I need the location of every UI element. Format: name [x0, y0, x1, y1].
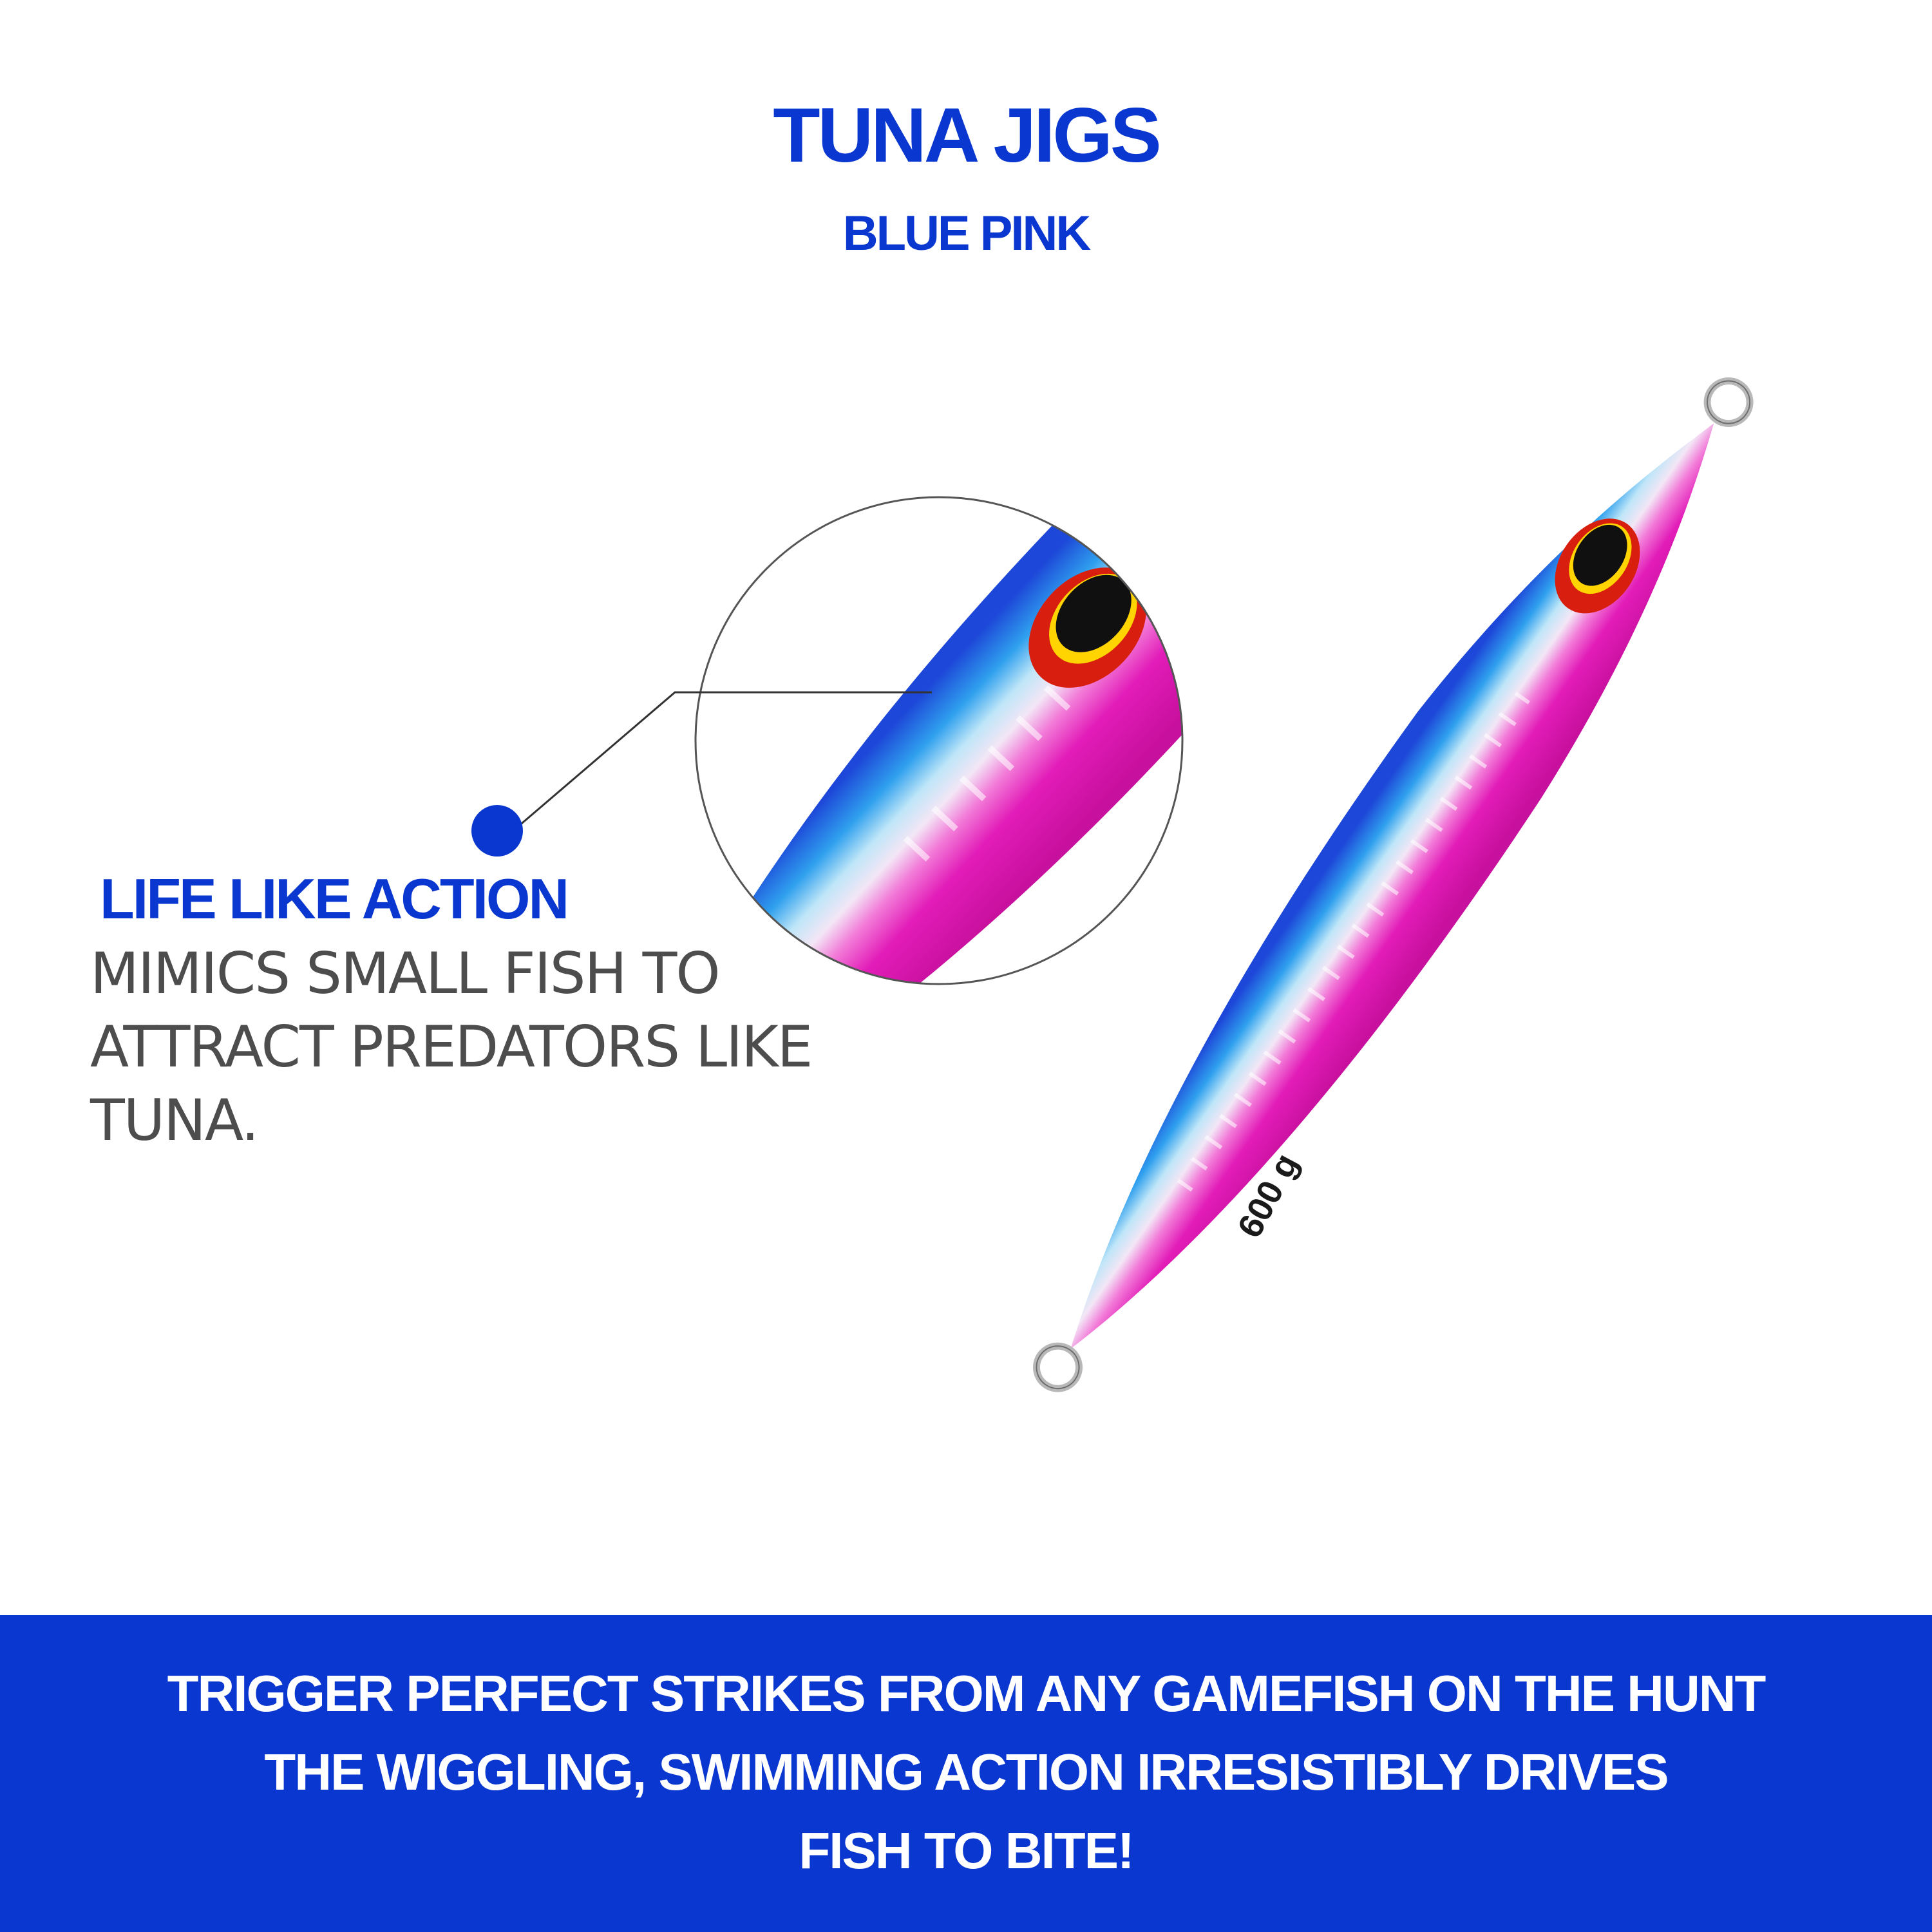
tuna-jig-lure: [1033, 377, 1754, 1392]
callout-dot: [471, 805, 523, 857]
banner-line: FISH TO BITE!: [799, 1822, 1134, 1879]
holographic-scale-marks: [1177, 691, 1531, 1192]
banner-line: THE WIGGLING, SWIMMING ACTION IRRESISTIB…: [264, 1743, 1669, 1801]
feature-description: MIMICS SMALL FISH TO ATTRACT PREDATORS L…: [90, 940, 813, 1153]
page-title: TUNA JIGS: [773, 92, 1162, 178]
color-variant-label: BLUE PINK: [842, 206, 1092, 261]
callout-leader-line: [513, 691, 932, 831]
feature-title: LIFE LIKE ACTION: [100, 867, 569, 931]
jig-eye-icon: [1555, 518, 1640, 614]
promo-banner: TRIGGER PERFECT STRIKES FROM ANY GAMEFIS…: [0, 1615, 1932, 1932]
banner-line: TRIGGER PERFECT STRIKES FROM ANY GAMEFIS…: [167, 1665, 1766, 1722]
